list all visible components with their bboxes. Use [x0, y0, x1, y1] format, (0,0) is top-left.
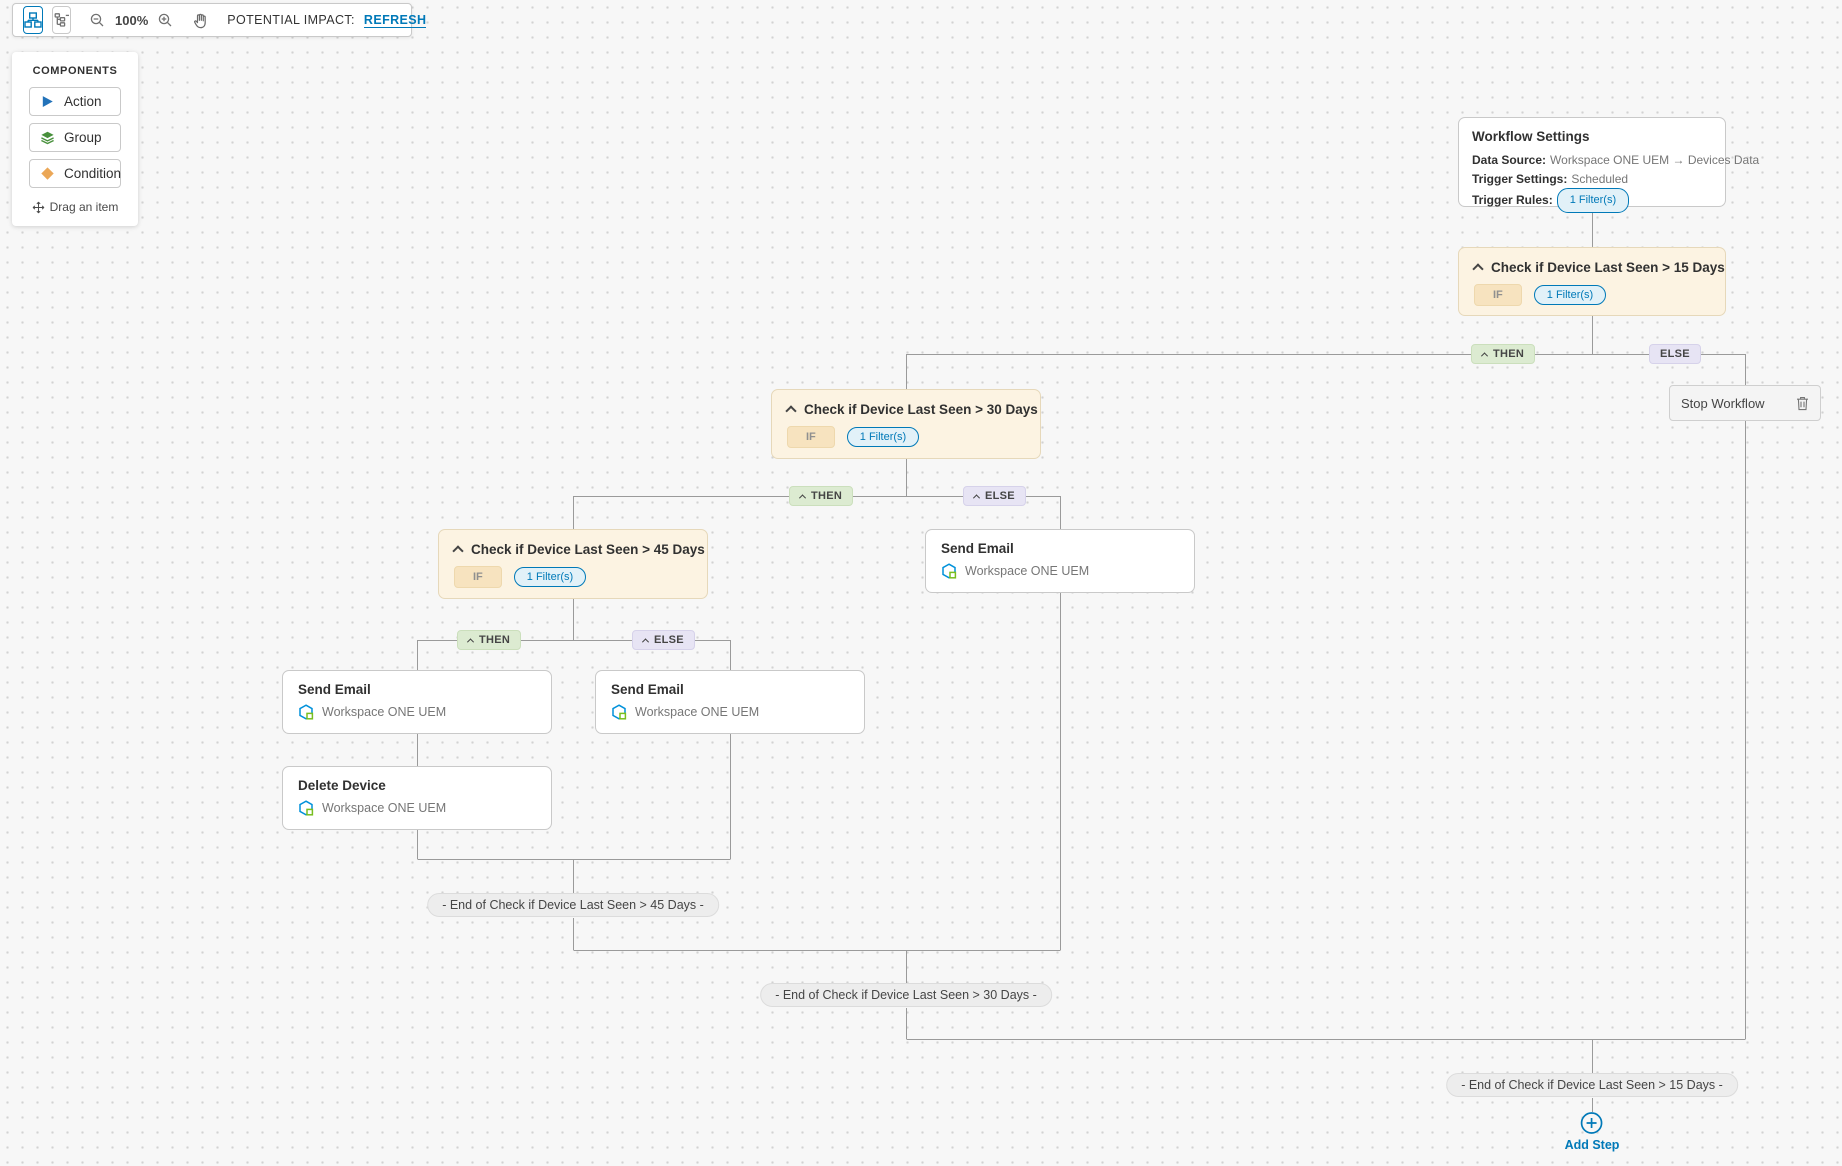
if-badge: IF [787, 426, 835, 448]
plus-circle-icon [1580, 1111, 1604, 1135]
move-icon [32, 201, 45, 214]
filter-pill[interactable]: 1 Filter(s) [513, 567, 587, 587]
condition-node-last-seen-15-days[interactable]: Check if Device Last Seen > 15 Days IF 1… [1458, 247, 1726, 316]
workspace-one-icon [298, 704, 314, 720]
else-label: ELSE [985, 490, 1015, 502]
collapse-chevron-icon[interactable] [1472, 262, 1484, 275]
workflow-settings-card[interactable]: Workflow Settings Data Source: Workspace… [1458, 117, 1759, 214]
filter-pill[interactable]: 1 Filter(s) [846, 427, 920, 447]
drag-hint: Drag an item [12, 200, 138, 214]
data-source-row: Data Source: Workspace ONE UEM → Devices… [1472, 151, 1759, 170]
trash-icon[interactable] [1796, 396, 1809, 411]
condition-node-last-seen-30-days[interactable]: Check if Device Last Seen > 30 Days IF 1… [771, 389, 1041, 459]
component-condition[interactable]: Condition [29, 159, 121, 188]
action-app-label: Workspace ONE UEM [322, 801, 447, 815]
potential-impact-label: POTENTIAL IMPACT: [227, 13, 355, 27]
action-title: Send Email [611, 682, 684, 697]
flowchart-view-icon [24, 12, 42, 28]
trigger-rules-label: Trigger Rules: [1472, 193, 1553, 208]
then-label: THEN [479, 634, 511, 646]
canvas-view-button[interactable] [23, 6, 43, 34]
if-badge: IF [454, 566, 502, 588]
then-badge-15[interactable]: THEN [1471, 344, 1536, 364]
trigger-settings-label: Trigger Settings: [1472, 171, 1568, 186]
else-label: ELSE [1660, 348, 1690, 360]
components-panel: COMPONENTS Action Group Condition Drag a… [12, 52, 138, 226]
trigger-settings-value: Scheduled [1571, 171, 1629, 186]
zoom-out-icon[interactable] [89, 12, 106, 29]
condition-title: Check if Device Last Seen > 45 Days [471, 542, 705, 557]
refresh-link[interactable]: REFRESH [363, 12, 427, 28]
component-group-label: Group [64, 130, 102, 145]
condition-title: Check if Device Last Seen > 15 Days [1491, 260, 1725, 275]
then-badge-45[interactable]: THEN [457, 630, 522, 650]
end-of-condition-45-label: - End of Check if Device Last Seen > 45 … [427, 893, 719, 917]
workspace-one-icon [941, 563, 957, 579]
add-step-label: Add Step [1564, 1138, 1620, 1152]
zoom-level: 100% [115, 12, 149, 28]
chevron-up-icon [798, 493, 807, 501]
tree-list-icon [53, 12, 70, 28]
condition-node-last-seen-45-days[interactable]: Check if Device Last Seen > 45 Days IF 1… [438, 529, 708, 599]
zoom-in-icon[interactable] [157, 12, 174, 29]
collapse-chevron-icon[interactable] [785, 404, 797, 417]
action-title: Send Email [298, 682, 371, 697]
else-badge-30[interactable]: ELSE [963, 486, 1026, 506]
layers-icon [40, 130, 55, 145]
trigger-rules-row: Trigger Rules: 1 Filter(s) [1472, 188, 1712, 214]
action-node-send-email[interactable]: Send Email Workspace ONE UEM [595, 670, 865, 734]
components-title: COMPONENTS [32, 65, 118, 77]
condition-title: Check if Device Last Seen > 30 Days [804, 402, 1038, 417]
chevron-up-icon [641, 637, 650, 645]
chevron-up-icon [1480, 351, 1489, 359]
else-badge-45[interactable]: ELSE [632, 630, 695, 650]
outline-view-button[interactable] [52, 6, 71, 34]
canvas-toolbar: 100% POTENTIAL IMPACT: REFRESH [12, 3, 427, 37]
workflow-settings-title: Workflow Settings [1472, 129, 1590, 144]
drag-hint-label: Drag an item [49, 200, 119, 214]
workspace-one-icon [611, 704, 627, 720]
play-icon [40, 94, 55, 109]
else-label: ELSE [654, 634, 684, 646]
component-action[interactable]: Action [29, 87, 121, 116]
action-title: Delete Device [298, 778, 386, 793]
data-source-label: Data Source: [1472, 153, 1547, 167]
end-of-condition-30-label: - End of Check if Device Last Seen > 30 … [760, 983, 1052, 1007]
action-app-label: Workspace ONE UEM [635, 705, 760, 719]
action-node-delete-device[interactable]: Delete Device Workspace ONE UEM [282, 766, 552, 830]
trigger-settings-row: Trigger Settings: Scheduled [1472, 170, 1712, 189]
trigger-rules-filter-pill[interactable]: 1 Filter(s) [1556, 188, 1630, 214]
action-app-label: Workspace ONE UEM [965, 564, 1090, 578]
else-badge-15[interactable]: ELSE [1649, 344, 1701, 364]
if-badge: IF [1474, 284, 1522, 306]
action-node-send-email[interactable]: Send Email Workspace ONE UEM [925, 529, 1195, 593]
action-title: Send Email [941, 541, 1014, 556]
data-source-value: Workspace ONE UEM → Devices Data [1550, 153, 1760, 167]
component-action-label: Action [64, 94, 102, 109]
component-condition-label: Condition [64, 166, 122, 181]
stop-workflow-node[interactable]: Stop Workflow [1669, 385, 1821, 421]
chevron-up-icon [466, 637, 475, 645]
component-group[interactable]: Group [29, 123, 121, 152]
pan-hand-icon[interactable] [192, 12, 209, 29]
workspace-one-icon [298, 800, 314, 816]
diamond-icon [40, 166, 55, 181]
then-label: THEN [811, 490, 843, 502]
stop-workflow-label: Stop Workflow [1681, 395, 1765, 411]
filter-pill[interactable]: 1 Filter(s) [1533, 285, 1607, 305]
chevron-up-icon [972, 493, 981, 501]
then-badge-30[interactable]: THEN [789, 486, 854, 506]
action-node-send-email[interactable]: Send Email Workspace ONE UEM [282, 670, 552, 734]
collapse-chevron-icon[interactable] [452, 544, 464, 557]
add-step-button[interactable]: Add Step [1564, 1111, 1620, 1152]
then-label: THEN [1493, 348, 1525, 360]
action-app-label: Workspace ONE UEM [322, 705, 447, 719]
end-of-condition-15-label: - End of Check if Device Last Seen > 15 … [1446, 1073, 1738, 1097]
